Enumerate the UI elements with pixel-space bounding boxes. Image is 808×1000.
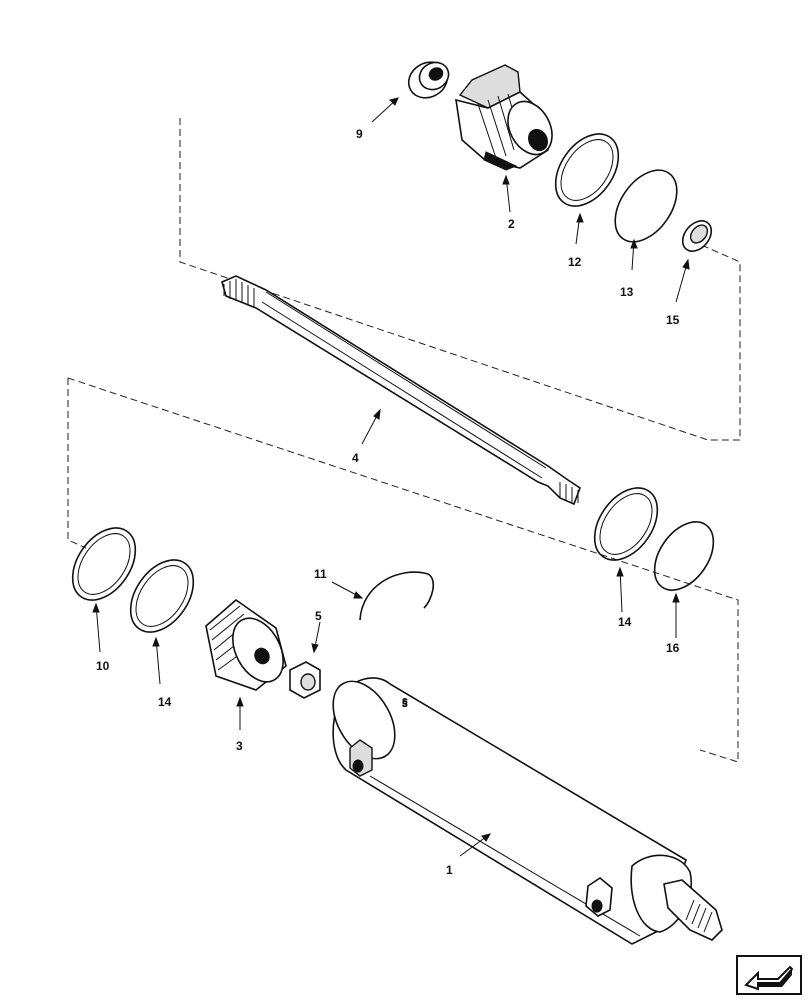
- label-part-5: 5: [315, 609, 322, 623]
- label-part-16: 16: [666, 641, 680, 655]
- part-1-barrel: §: [332, 677, 723, 945]
- label-part-11: 11: [314, 567, 327, 581]
- label-part-10: 10: [96, 659, 110, 673]
- part-5-nut: [289, 661, 321, 699]
- part-3-piston: [205, 598, 287, 691]
- part-12-ring: [554, 133, 620, 207]
- label-part-15: 15: [666, 313, 680, 327]
- part-14-ring-right: [593, 487, 659, 561]
- next-page-arrow-icon: [744, 965, 794, 991]
- svg-text:§: §: [402, 698, 408, 709]
- label-part-4: 4: [352, 451, 359, 465]
- part-15-ring: [681, 220, 713, 252]
- part-13-o-ring: [614, 169, 678, 243]
- part-14-ring-left: [129, 559, 195, 633]
- part-10-ring: [71, 527, 137, 601]
- part-9-wiper-seal: [407, 61, 450, 99]
- part-16-o-ring: [653, 521, 715, 591]
- part-4-piston-rod: [221, 275, 581, 506]
- part-11-retaining-ring: [359, 571, 435, 621]
- leader-lines: [92, 97, 690, 857]
- label-part-14-left: 14: [158, 695, 172, 709]
- label-part-3: 3: [236, 739, 243, 753]
- label-part-12: 12: [568, 255, 582, 269]
- part-2-gland: [455, 64, 553, 171]
- label-part-1: 1: [446, 863, 453, 877]
- upper-group-outline: [179, 118, 741, 441]
- label-part-13: 13: [620, 285, 634, 299]
- next-page-button[interactable]: [736, 955, 802, 995]
- lower-group-outline: [67, 377, 739, 763]
- label-part-9: 9: [356, 127, 363, 141]
- label-part-2: 2: [508, 217, 515, 231]
- label-part-14-right: 14: [618, 615, 632, 629]
